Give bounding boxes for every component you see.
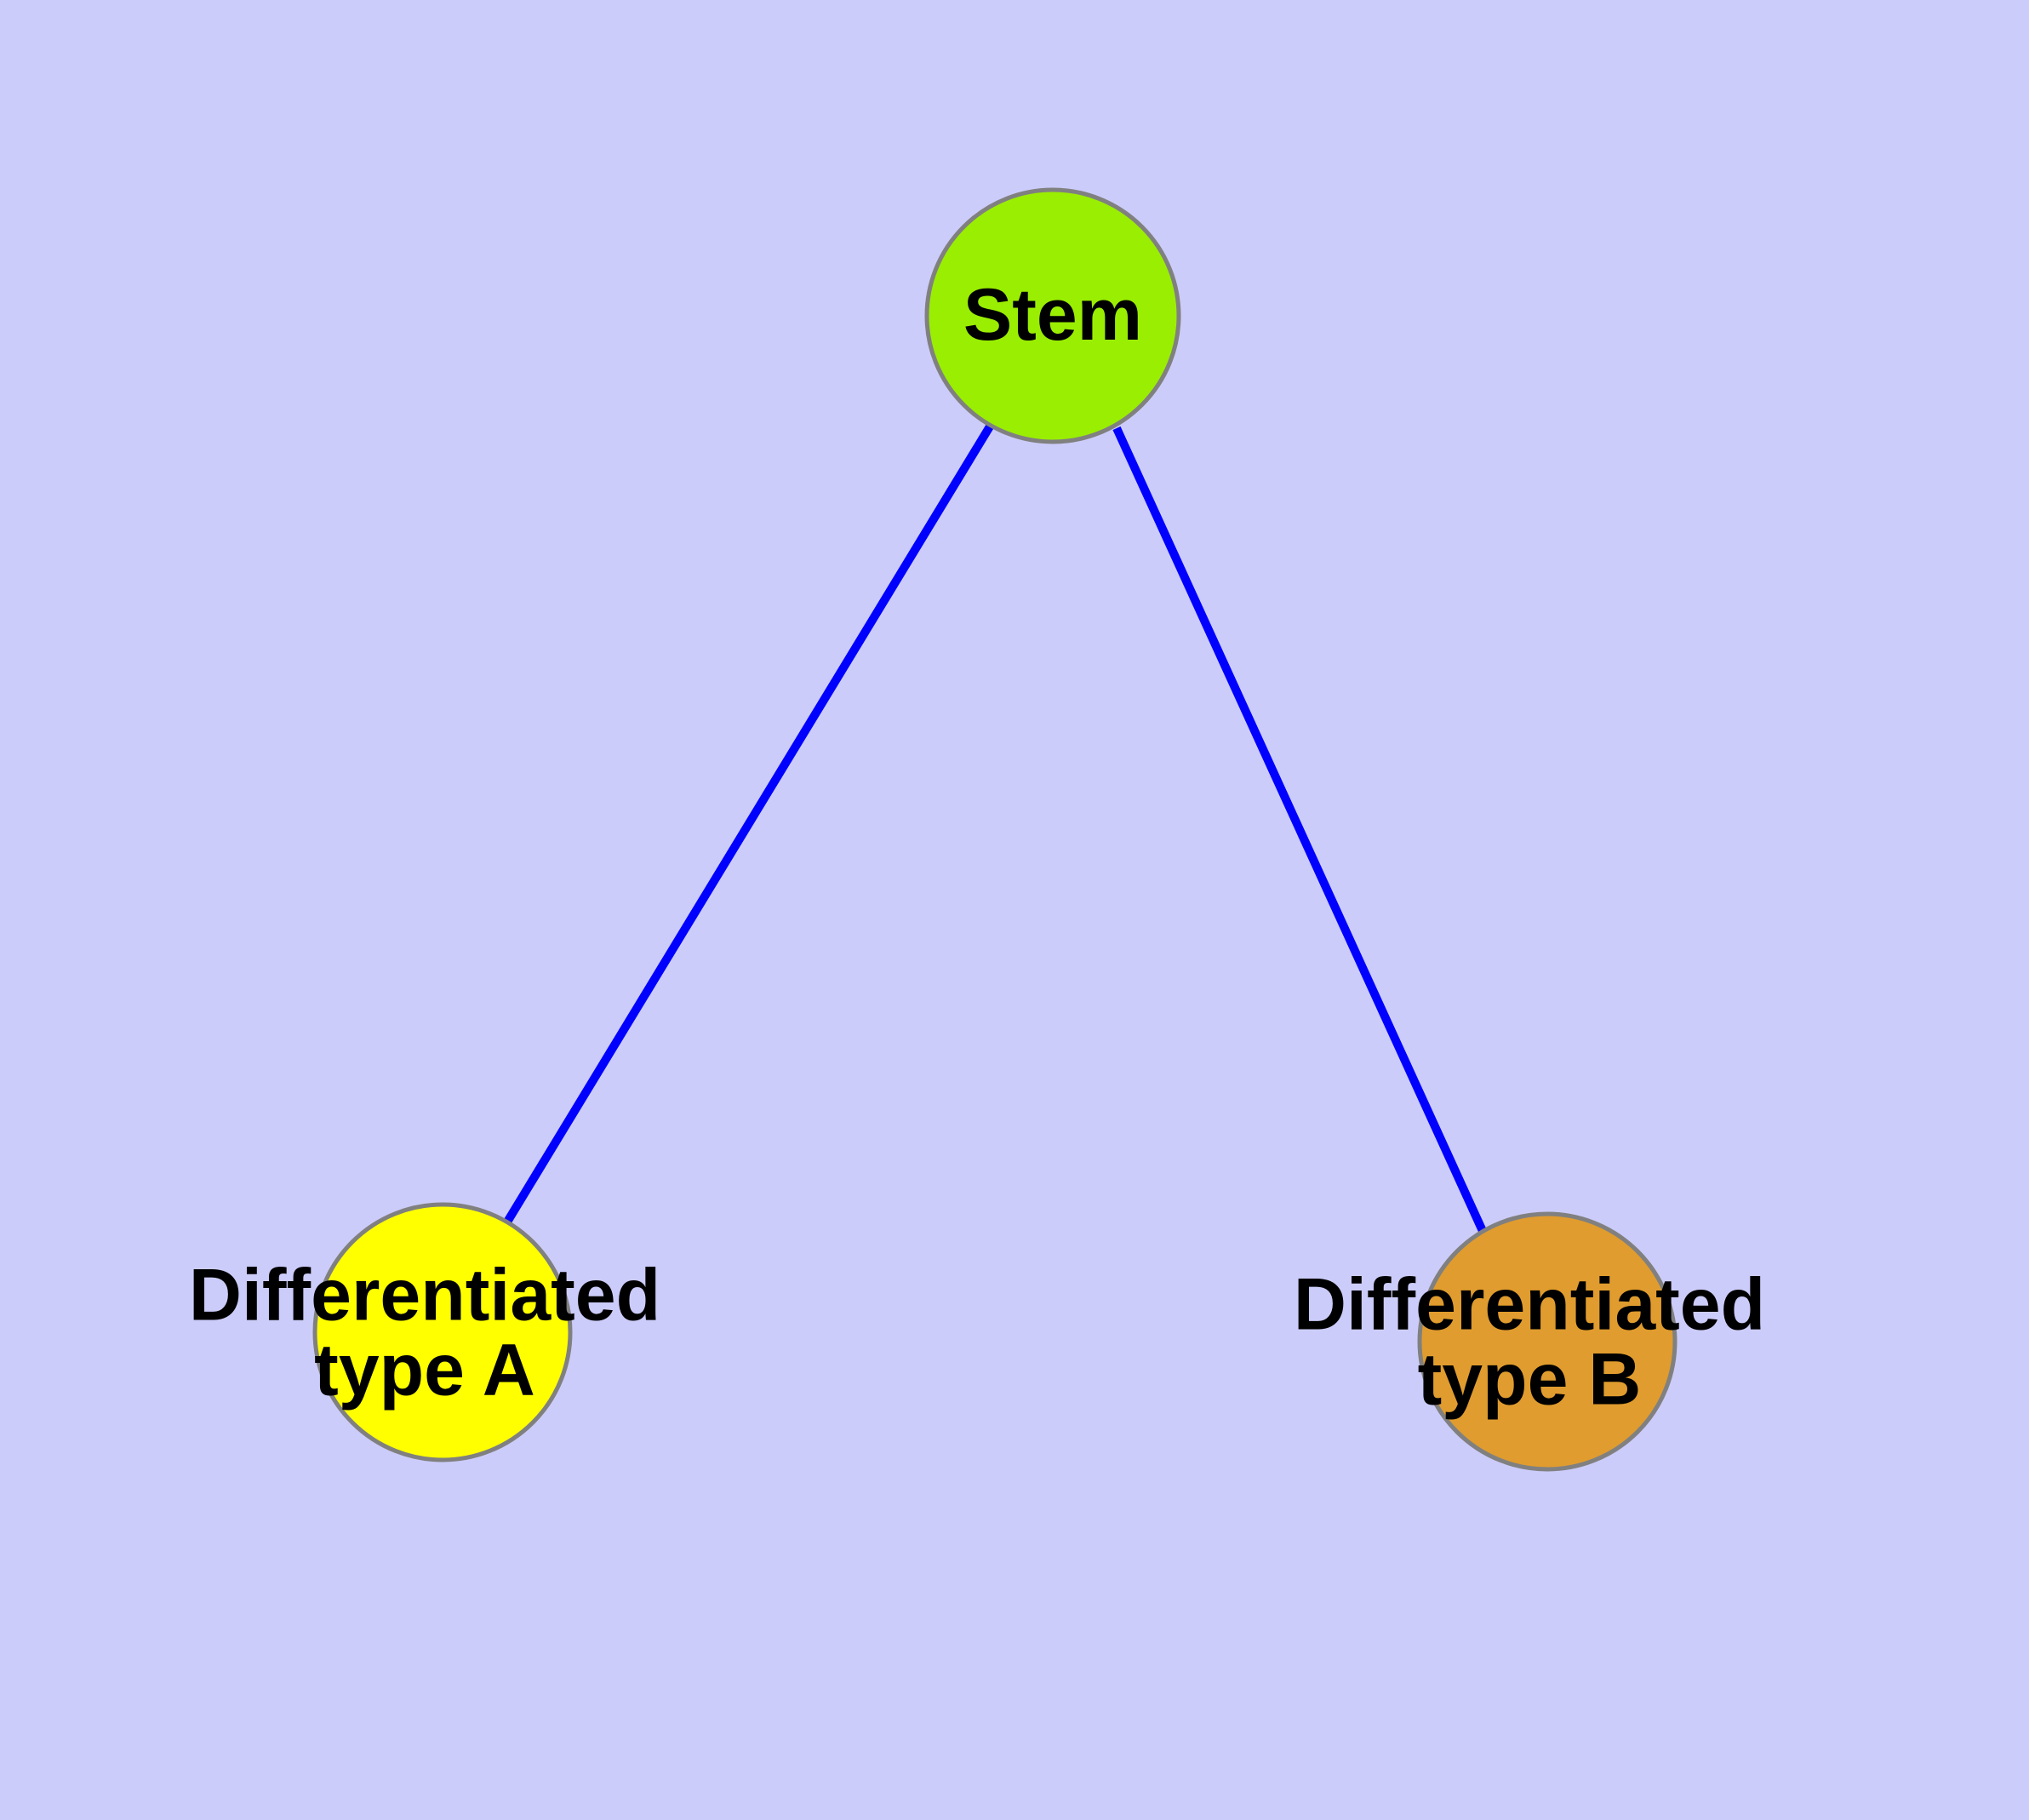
node-differentiated-type-b[interactable] — [1417, 1211, 1677, 1472]
node-layer — [312, 187, 1677, 1472]
edge-layer — [502, 424, 1487, 1233]
node-differentiated-type-a[interactable] — [312, 1202, 573, 1462]
edge-stem-to-differentiated-type-a[interactable] — [502, 424, 994, 1226]
edge-stem-to-differentiated-type-b[interactable] — [1112, 426, 1487, 1233]
node-stem[interactable] — [924, 187, 1181, 444]
